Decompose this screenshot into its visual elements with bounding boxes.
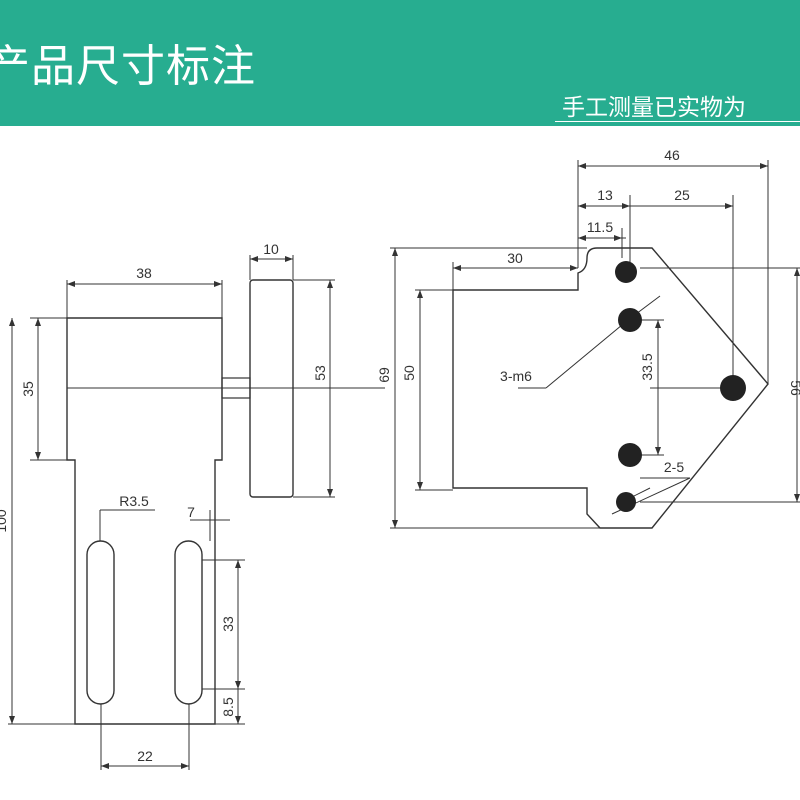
label-100: 100 [0,509,9,533]
header-banner: 产品尺寸标注 手工测量已实物为 [0,0,800,126]
label-53: 53 [312,365,328,381]
label-33: 33 [220,616,236,632]
slot-left [86,540,115,705]
hole-m6-right [720,375,746,401]
label-35: 35 [20,381,36,397]
label-3-m6: 3-m6 [500,368,532,384]
label-22: 22 [137,748,153,764]
hole-bottom [616,492,636,512]
hole-m6-upper [618,308,642,332]
label-25: 25 [674,187,690,203]
label-38: 38 [136,265,152,281]
label-69: 69 [376,367,392,383]
hole-top [615,261,637,283]
label-r3-5: R3.5 [119,493,149,509]
motor-side [249,279,294,498]
hole-lower [618,443,642,467]
label-30: 30 [507,250,523,266]
label-11-5: 11.5 [587,219,613,235]
label-7: 7 [187,504,195,520]
page-subtitle: 手工测量已实物为 [562,95,746,121]
label-8-5: 8.5 [220,697,236,717]
label-33-5: 33.5 [639,353,655,380]
page-title: 产品尺寸标注 [0,41,256,92]
label-46: 46 [664,147,680,163]
label-50: 50 [401,365,417,381]
bracket-outline [66,317,223,725]
label-10: 10 [263,241,279,257]
subtitle-underline [555,121,800,122]
slot-right [174,540,203,705]
label-13: 13 [597,187,613,203]
motor-front-outline [452,247,769,529]
label-56: 56 [788,380,800,396]
label-2-5: 2-5 [664,459,684,475]
